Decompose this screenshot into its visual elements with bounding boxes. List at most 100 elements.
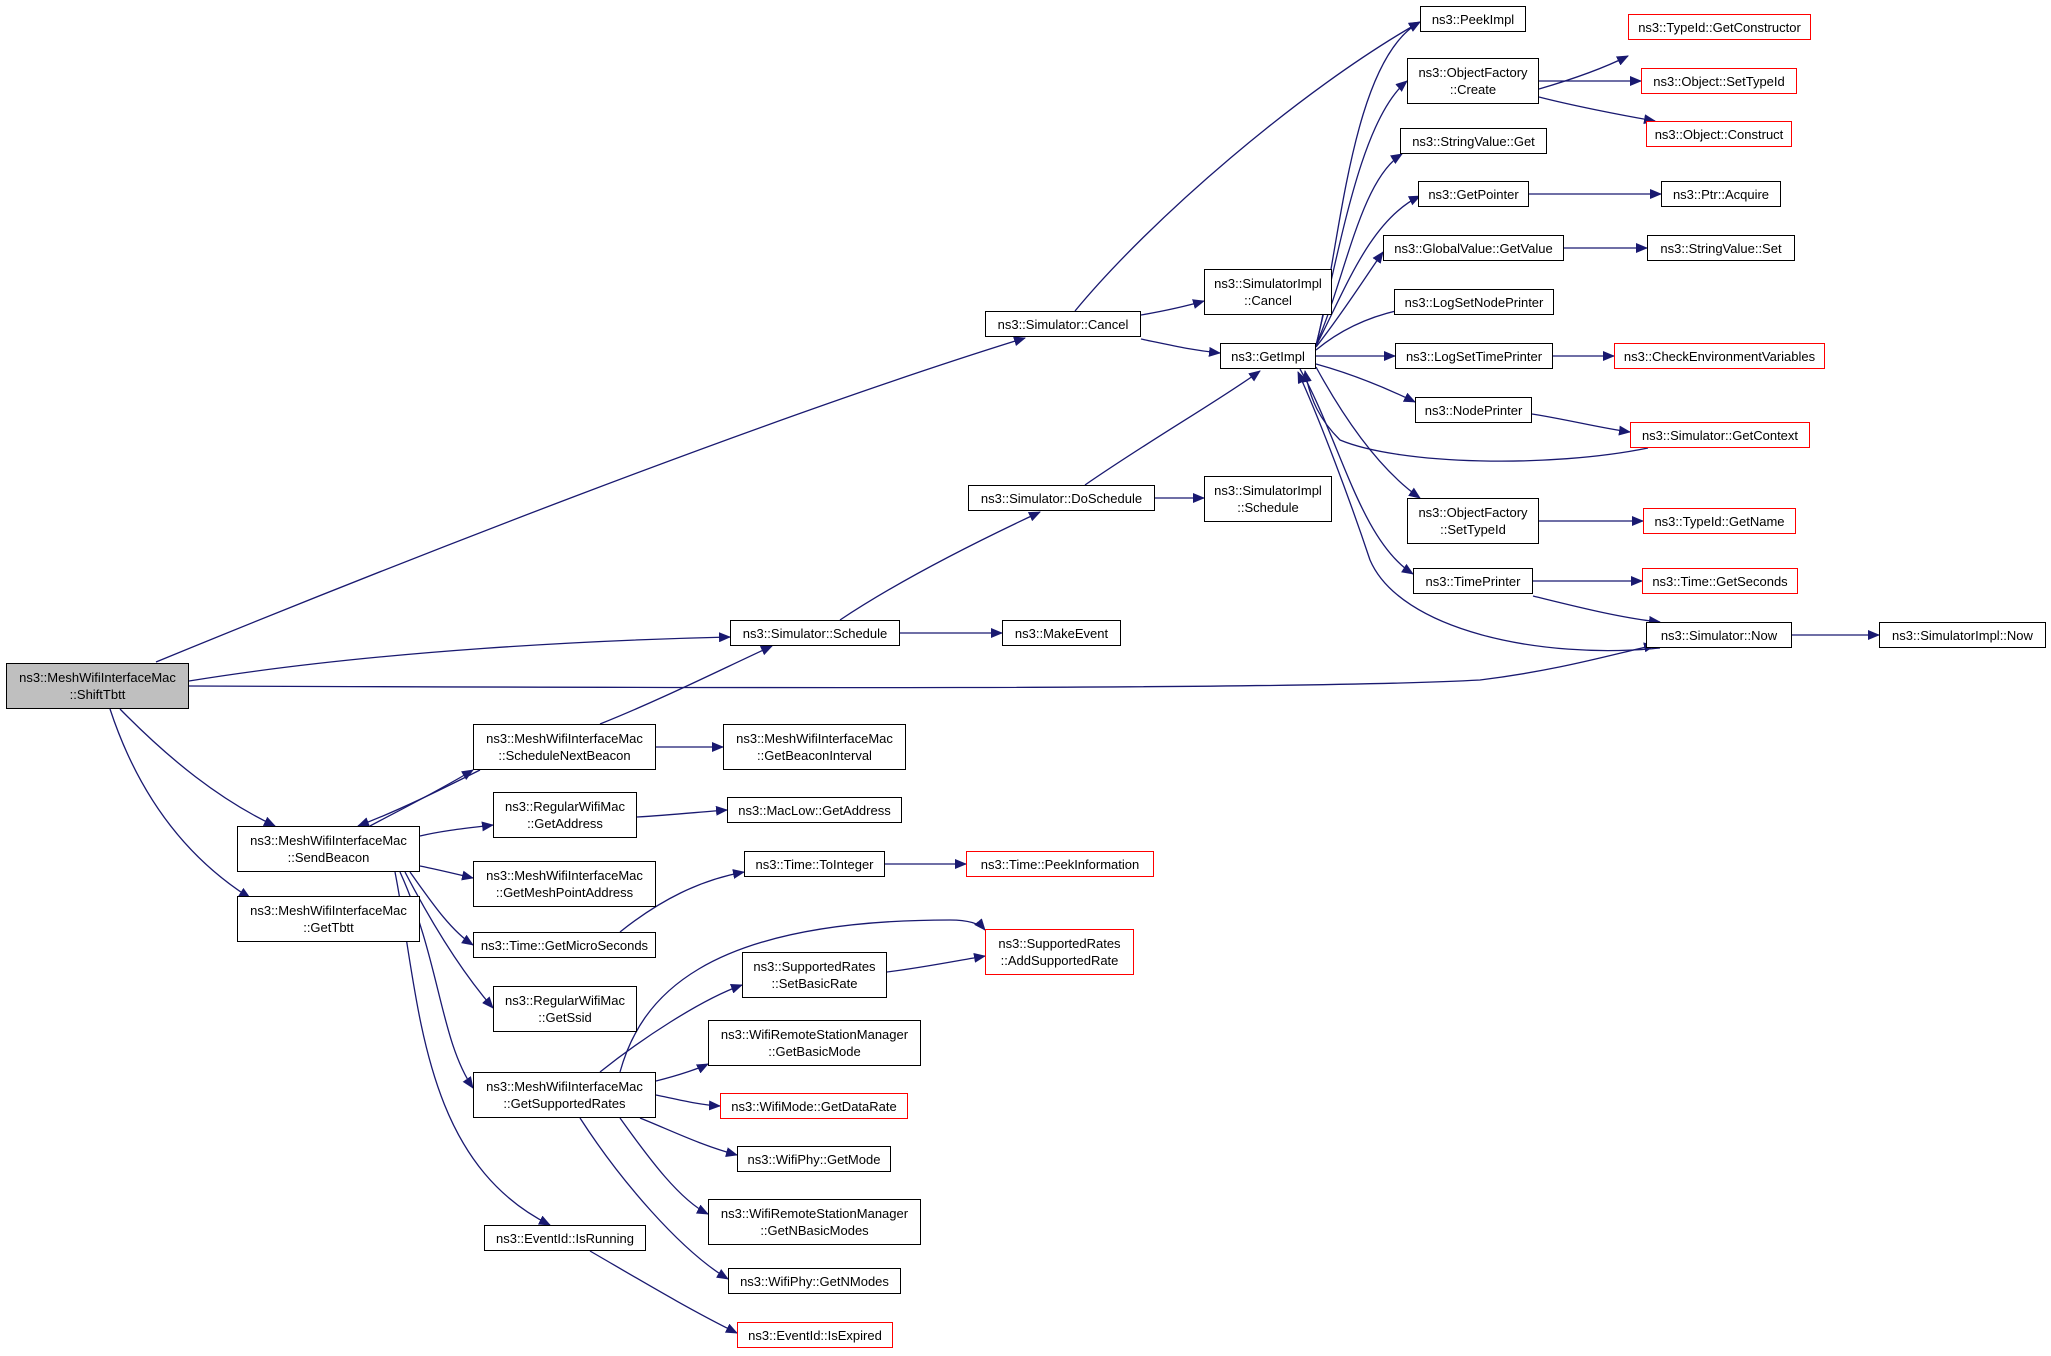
call-edge	[1297, 371, 1661, 652]
node-eventid-isrunning[interactable]: ns3::EventId::IsRunning	[484, 1225, 646, 1251]
node-label: ns3::EventId::IsRunning	[495, 1230, 635, 1246]
node-label: ns3::SupportedRates	[998, 936, 1121, 951]
node-peekimpl[interactable]: ns3::PeekImpl	[1420, 6, 1526, 32]
node-time-getseconds[interactable]: ns3::Time::GetSeconds	[1642, 568, 1798, 594]
node-getimpl[interactable]: ns3::GetImpl	[1220, 343, 1316, 369]
node-label: ns3::GlobalValue::GetValue	[1394, 240, 1553, 256]
node-simulatorimpl-schedule[interactable]: ns3::SimulatorImpl ::Schedule	[1204, 476, 1332, 522]
node-time-getmicroseconds[interactable]: ns3::Time::GetMicroSeconds	[473, 932, 656, 958]
node-getbeaconinterval[interactable]: ns3::MeshWifiInterfaceMac ::GetBeaconInt…	[723, 724, 906, 770]
node-simulator-getcontext[interactable]: ns3::Simulator::GetContext	[1630, 422, 1810, 448]
call-edge	[109, 708, 251, 899]
node-label: ns3::GetImpl	[1231, 348, 1305, 364]
call-edge	[1140, 338, 1221, 357]
call-edge	[419, 865, 474, 881]
node-label: ns3::MeshWifiInterfaceMac	[486, 731, 643, 746]
node-label: ns3::StringValue::Get	[1412, 133, 1535, 149]
node-label: ns3::Time::GetSeconds	[1652, 573, 1788, 589]
node-label: ::GetSupportedRates	[503, 1096, 626, 1111]
node-stringvalue-get[interactable]: ns3::StringValue::Get	[1400, 128, 1547, 154]
node-label: ns3::SupportedRates	[753, 959, 876, 974]
node-label: ::ScheduleNextBeacon	[498, 748, 631, 763]
node-globalvalue-getvalue[interactable]: ns3::GlobalValue::GetValue	[1383, 235, 1564, 261]
node-simulatorimpl-cancel[interactable]: ns3::SimulatorImpl ::Cancel	[1204, 269, 1332, 315]
node-label: ns3::MeshWifiInterfaceMac	[736, 731, 893, 746]
node-label: ns3::Simulator::DoSchedule	[980, 490, 1143, 506]
node-schedulenextbeacon[interactable]: ns3::MeshWifiInterfaceMac ::ScheduleNext…	[473, 724, 656, 770]
call-edge	[589, 1250, 738, 1334]
node-getsupportedrates[interactable]: ns3::MeshWifiInterfaceMac ::GetSupported…	[473, 1072, 656, 1118]
node-typeid-getconstructor[interactable]: ns3::TypeId::GetConstructor	[1628, 14, 1811, 40]
node-label: ns3::NodePrinter	[1424, 402, 1523, 418]
node-label: ns3::Time::PeekInformation	[980, 856, 1140, 872]
node-simulator-doschedule[interactable]: ns3::Simulator::DoSchedule	[968, 485, 1155, 511]
node-ptr-acquire[interactable]: ns3::Ptr::Acquire	[1661, 181, 1781, 207]
call-edge	[1140, 299, 1205, 316]
node-label: ns3::SimulatorImpl	[1214, 483, 1322, 498]
node-logsettimeprinter[interactable]: ns3::LogSetTimePrinter	[1395, 343, 1553, 369]
node-supportedrates-setbasicrate[interactable]: ns3::SupportedRates ::SetBasicRate	[742, 952, 887, 998]
node-sendbeacon[interactable]: ns3::MeshWifiInterfaceMac ::SendBeacon	[237, 826, 420, 872]
node-stringvalue-set[interactable]: ns3::StringValue::Set	[1647, 235, 1795, 261]
call-edge	[1315, 251, 1384, 348]
node-wrsm-getnbasicmodes[interactable]: ns3::WifiRemoteStationManager ::GetNBasi…	[708, 1199, 921, 1245]
node-label: ns3::MacLow::GetAddress	[738, 802, 891, 818]
node-label: ns3::ObjectFactory	[1418, 505, 1528, 520]
node-label: ns3::SimulatorImpl::Now	[1892, 627, 2033, 643]
node-label: ns3::Time::ToInteger	[755, 856, 874, 872]
node-wifiphy-getmode[interactable]: ns3::WifiPhy::GetMode	[737, 1146, 891, 1172]
call-edge	[1084, 370, 1261, 486]
node-getmeshpointaddress[interactable]: ns3::MeshWifiInterfaceMac ::GetMeshPoint…	[473, 861, 656, 907]
node-label: ::AddSupportedRate	[1000, 953, 1119, 968]
node-label: ns3::WifiRemoteStationManager	[720, 1206, 909, 1221]
node-label: ::Cancel	[1244, 293, 1292, 308]
node-logsetnodeprinter[interactable]: ns3::LogSetNodePrinter	[1394, 289, 1554, 315]
node-label: ns3::Simulator::Schedule	[742, 625, 888, 641]
node-simulator-schedule[interactable]: ns3::Simulator::Schedule	[730, 620, 900, 646]
node-simulator-now[interactable]: ns3::Simulator::Now	[1646, 622, 1792, 648]
node-supportedrates-addsupportedrate[interactable]: ns3::SupportedRates ::AddSupportedRate	[985, 929, 1134, 975]
node-time-peekinformation[interactable]: ns3::Time::PeekInformation	[966, 851, 1154, 877]
node-objectfactory-create[interactable]: ns3::ObjectFactory ::Create	[1407, 58, 1539, 104]
node-time-tointeger[interactable]: ns3::Time::ToInteger	[744, 851, 885, 877]
node-checkenvironmentvariables[interactable]: ns3::CheckEnvironmentVariables	[1614, 343, 1825, 369]
call-edge	[1299, 368, 1414, 575]
node-label: ::SetBasicRate	[771, 976, 858, 991]
node-objectfactory-settypeid[interactable]: ns3::ObjectFactory ::SetTypeId	[1407, 498, 1539, 544]
node-regularwifimac-getaddress[interactable]: ns3::RegularWifiMac ::GetAddress	[493, 792, 637, 838]
node-label: ns3::WifiMode::GetDataRate	[731, 1098, 897, 1114]
node-label: ns3::TypeId::GetConstructor	[1638, 19, 1801, 35]
node-wrsm-getbasicmode[interactable]: ns3::WifiRemoteStationManager ::GetBasic…	[708, 1020, 921, 1066]
node-label: ::Schedule	[1237, 500, 1299, 515]
node-label: ns3::CheckEnvironmentVariables	[1623, 348, 1816, 364]
node-label: ns3::Object::Construct	[1654, 126, 1784, 142]
node-simulator-cancel[interactable]: ns3::Simulator::Cancel	[985, 311, 1141, 337]
call-edge	[579, 1117, 729, 1280]
node-wifiphy-getnmodes[interactable]: ns3::WifiPhy::GetNModes	[728, 1268, 901, 1294]
node-eventid-isexpired[interactable]: ns3::EventId::IsExpired	[737, 1322, 893, 1348]
node-label: ns3::Simulator::Now	[1660, 627, 1778, 643]
node-simulatorimpl-now[interactable]: ns3::SimulatorImpl::Now	[1879, 622, 2046, 648]
node-object-settypeid[interactable]: ns3::Object::SetTypeId	[1641, 68, 1797, 94]
call-edge	[1315, 153, 1403, 346]
call-edge	[419, 821, 494, 837]
node-label: ns3::StringValue::Set	[1660, 240, 1782, 256]
node-regularwifimac-getssid[interactable]: ns3::RegularWifiMac ::GetSsid	[493, 986, 637, 1032]
call-edge	[619, 869, 745, 933]
node-gettbtt[interactable]: ns3::MeshWifiInterfaceMac ::GetTbtt	[237, 896, 420, 942]
node-label: ::SetTypeId	[1440, 522, 1506, 537]
node-makeevent[interactable]: ns3::MakeEvent	[1002, 620, 1121, 646]
node-wifimode-getdatarate[interactable]: ns3::WifiMode::GetDataRate	[720, 1093, 908, 1119]
node-object-construct[interactable]: ns3::Object::Construct	[1646, 121, 1792, 147]
node-typeid-getname[interactable]: ns3::TypeId::GetName	[1643, 508, 1796, 534]
node-getpointer[interactable]: ns3::GetPointer	[1418, 181, 1529, 207]
node-root-shifttbtt: ns3::MeshWifiInterfaceMac ::ShiftTbtt	[6, 663, 189, 709]
node-label: ns3::Object::SetTypeId	[1653, 73, 1785, 89]
node-label: ns3::MeshWifiInterfaceMac	[250, 903, 407, 918]
node-label: ns3::RegularWifiMac	[505, 799, 625, 814]
node-timeprinter[interactable]: ns3::TimePrinter	[1413, 568, 1533, 594]
node-maclow-getaddress[interactable]: ns3::MacLow::GetAddress	[727, 797, 902, 823]
call-edge	[1538, 55, 1629, 90]
node-nodeprinter[interactable]: ns3::NodePrinter	[1415, 397, 1532, 423]
